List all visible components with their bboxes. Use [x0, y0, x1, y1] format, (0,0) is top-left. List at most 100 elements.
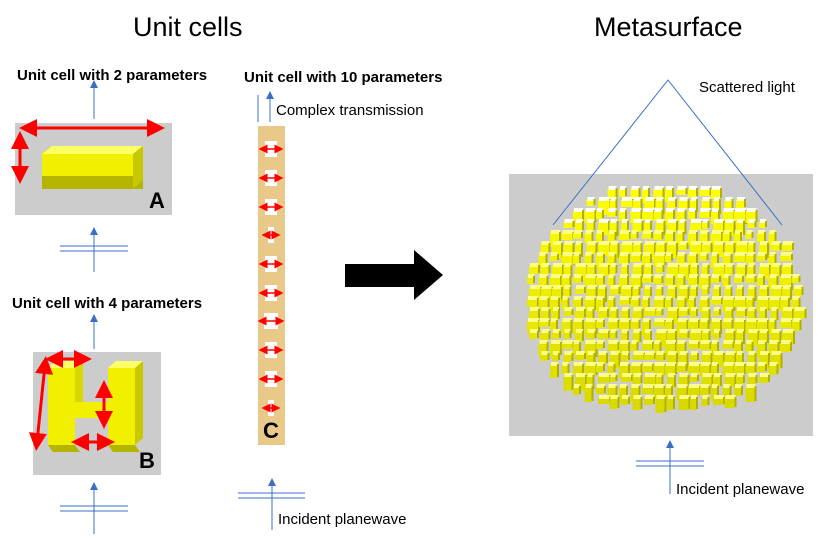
pillar-top: [599, 373, 610, 377]
pillar-side: [744, 199, 746, 207]
pillar-top: [735, 296, 746, 300]
pillar: [745, 255, 754, 263]
pillar-side: [560, 276, 562, 291]
pillar-top: [760, 329, 768, 333]
pillar: [632, 222, 642, 232]
pillar-side: [745, 265, 747, 276]
pillar: [586, 266, 595, 281]
pillar-top: [654, 230, 663, 234]
pillar-side: [625, 188, 627, 196]
pillar-top: [656, 373, 663, 377]
pillar-top: [608, 340, 619, 344]
pillar-top: [656, 241, 666, 245]
pillar: [722, 277, 729, 287]
pillar: [642, 321, 649, 336]
pillar-top: [654, 296, 665, 300]
pillar-side: [723, 397, 725, 404]
pillar: [734, 233, 740, 247]
pillar-side: [569, 287, 572, 296]
pillar-side: [659, 342, 662, 356]
pillar: [655, 200, 663, 215]
pillar-side: [636, 232, 639, 238]
pillar-side: [768, 375, 770, 382]
pillar-top: [700, 318, 709, 322]
pillar-top: [622, 263, 628, 267]
pillar: [678, 200, 688, 209]
pillar: [770, 288, 782, 300]
pillar-top: [564, 219, 574, 223]
pillar-top: [735, 208, 746, 212]
pillar-top: [677, 230, 684, 234]
pillar: [644, 200, 654, 208]
pillar-side: [765, 309, 767, 319]
pillar-top: [714, 307, 720, 311]
pillar-top: [783, 307, 793, 311]
pillar-side: [730, 287, 733, 296]
pillar-top: [633, 307, 643, 311]
pillar-side: [663, 353, 666, 360]
pillar: [678, 222, 685, 235]
pillar-top: [737, 329, 744, 333]
pillar-side: [698, 342, 700, 348]
pillar: [586, 310, 593, 325]
pillar-side: [638, 188, 641, 199]
arm-height-arrow: [28, 356, 54, 451]
pillar: [711, 255, 717, 268]
pillar-top: [574, 274, 582, 278]
pillar: [630, 255, 641, 262]
pillar: [701, 244, 711, 253]
pillar-top: [691, 395, 697, 399]
pillar: [642, 343, 652, 350]
pillar-top: [551, 252, 558, 256]
pillar-top: [723, 340, 734, 344]
pillar-side: [615, 331, 618, 338]
pillar: [667, 332, 675, 343]
pillar: [538, 299, 548, 309]
pillar-top: [723, 252, 732, 256]
pillar: [688, 255, 696, 266]
pillar-top: [608, 186, 617, 190]
pillar-top: [633, 263, 643, 267]
pillar-side: [671, 254, 673, 261]
pillar: [665, 299, 671, 309]
pillar-top: [746, 274, 756, 278]
pillar-top: [737, 373, 744, 377]
pillar-side: [617, 342, 620, 350]
pillar-top: [771, 241, 781, 245]
pillar: [538, 255, 546, 266]
pillar: [701, 376, 712, 386]
pillar-side: [723, 353, 725, 366]
pillar-top: [539, 340, 548, 344]
pillar-top: [574, 384, 580, 388]
block-front-face: [42, 154, 143, 176]
pillar: [768, 255, 775, 268]
pillar-top: [769, 230, 776, 234]
pillar-side: [628, 342, 630, 357]
pillar-side: [709, 210, 712, 217]
pillar: [619, 365, 628, 378]
pillar: [747, 354, 755, 369]
pillar: [665, 277, 673, 286]
pillar-top: [668, 307, 678, 311]
pillar-top: [608, 252, 616, 256]
pillar-side: [628, 353, 630, 360]
pillar-side: [673, 210, 675, 224]
pillar: [757, 321, 767, 332]
pillar-top: [585, 208, 596, 212]
pillar-top: [643, 296, 649, 300]
pillar-top: [599, 395, 610, 399]
pillar-side: [779, 243, 782, 250]
pillar: [745, 299, 753, 308]
pillar-side: [719, 309, 721, 315]
pillar-side: [615, 188, 618, 199]
pillar: [621, 200, 632, 207]
pillar-side: [717, 254, 719, 267]
pillar-top: [677, 208, 686, 212]
pillar-top: [691, 373, 698, 377]
pillar: [678, 288, 688, 303]
pillar: [598, 398, 609, 404]
pillar-top: [645, 395, 654, 399]
incident-planewave-label-metasurface: Incident planewave: [676, 481, 805, 498]
pillar: [653, 387, 664, 399]
pillar-top: [608, 274, 615, 278]
